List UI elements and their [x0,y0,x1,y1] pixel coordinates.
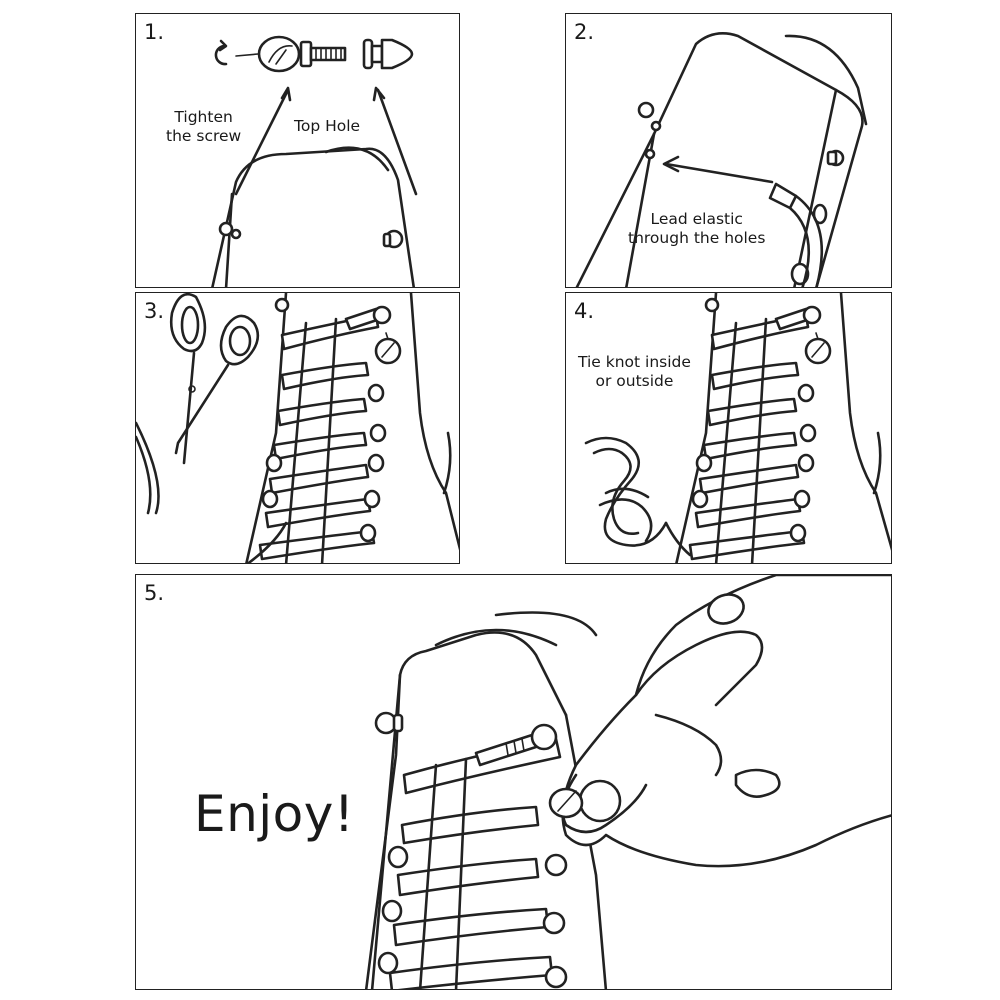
step-5-illustration [364,575,891,989]
step-1-illustration [211,35,418,287]
step-number: 2. [574,20,595,44]
enjoy-text: Enjoy! [194,785,355,843]
lock-cap-icon [362,38,414,70]
lead-elastic-label: Lead elastic through the holes [628,210,766,247]
rotate-arrow-icon [214,39,228,66]
top-hole-label: Top Hole [294,117,361,135]
step-4-panel: 4. Tie knot inside or outside [565,292,892,564]
step-5-panel: 5. Enjoy! [135,574,892,990]
laces [388,733,562,989]
tighten-screw-label: Tighten the screw [166,108,242,145]
knot-icon [584,436,692,557]
step-number: 4. [574,299,595,323]
step-number: 5. [144,581,165,605]
hand-icon [561,575,891,868]
step-4-illustration [584,293,891,563]
step-3-panel: 3. [135,292,460,564]
laces [688,313,810,563]
scissors-icon [169,293,260,465]
step-number: 1. [144,20,165,44]
screw-icon [235,35,347,73]
step-1-panel: 1. Tighten the screw Top Hole [135,13,460,288]
step-number: 3. [144,299,165,323]
laces [258,313,380,563]
step-2-illustration [575,32,868,287]
tie-knot-label: Tie knot inside or outside [578,353,691,390]
step-3-illustration [136,293,459,563]
step-2-panel: 2. Lead elastic through the holes [565,13,892,288]
